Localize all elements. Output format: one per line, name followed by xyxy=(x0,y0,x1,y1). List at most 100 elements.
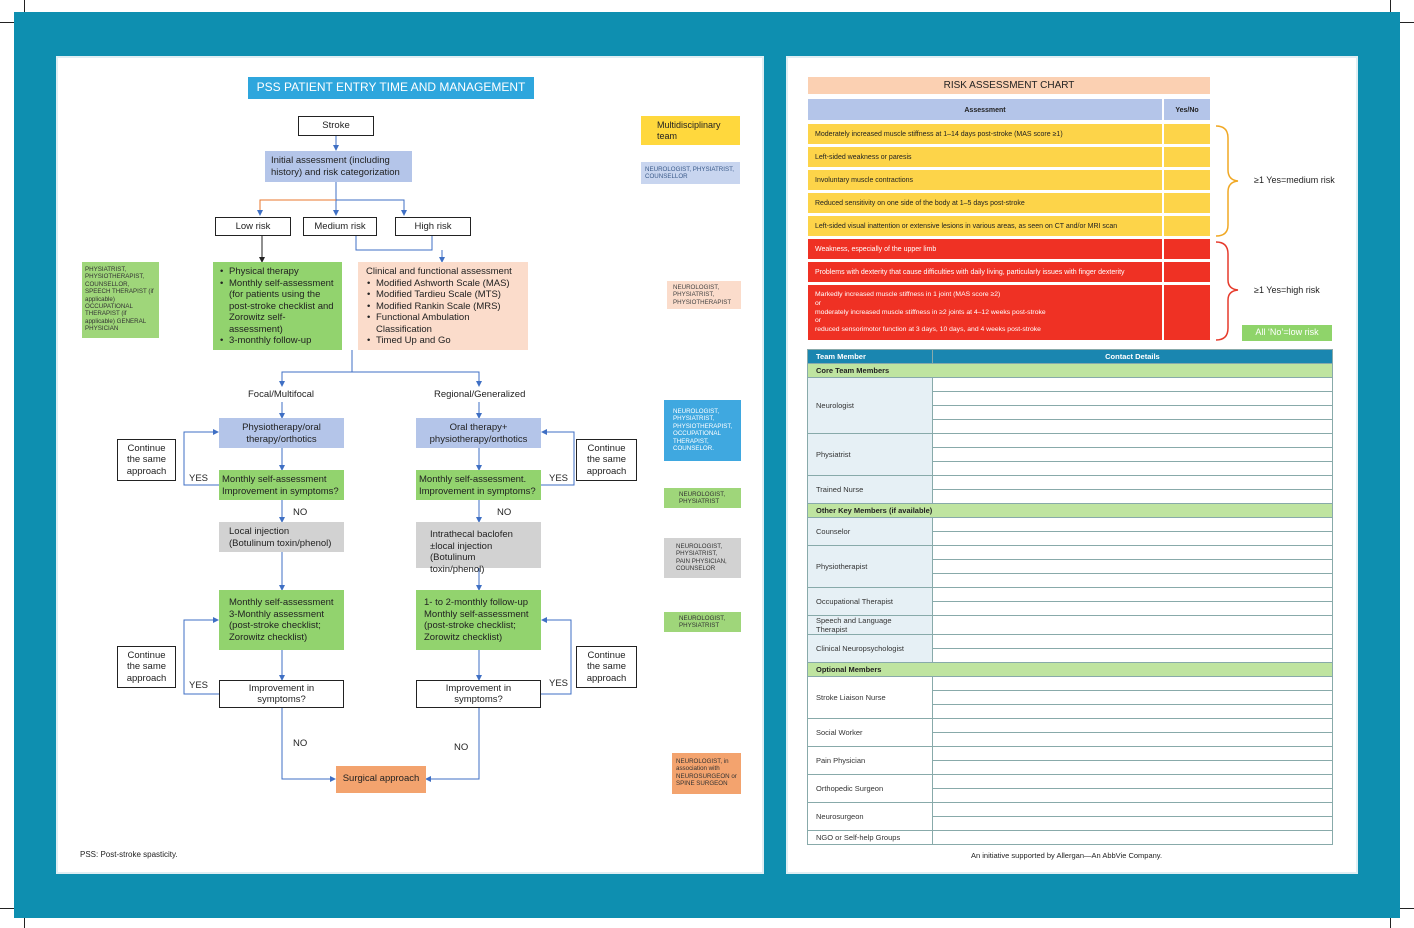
contact-field[interactable] xyxy=(931,718,1334,733)
low-risk-management-box: Physical therapy Monthly self-assessment… xyxy=(213,262,342,350)
local-injection-box: Local injection (Botulinum toxin/phenol) xyxy=(219,522,344,552)
low-risk-box: Low risk xyxy=(215,217,291,236)
contact-field[interactable] xyxy=(931,634,1334,649)
risk-yesno-cell[interactable] xyxy=(1164,262,1210,282)
contact-field[interactable] xyxy=(931,732,1334,747)
no-label: NO xyxy=(293,738,308,749)
risk-yesno-cell[interactable] xyxy=(1164,124,1210,144)
contact-field[interactable] xyxy=(931,788,1334,803)
continue-box-1: Continue the same approach xyxy=(117,439,176,481)
contact-field[interactable] xyxy=(931,615,1334,635)
medium-risk-label: ≥1 Yes=medium risk xyxy=(1254,175,1335,185)
contact-field[interactable] xyxy=(931,648,1334,663)
risk-yesno-cell[interactable] xyxy=(1164,216,1210,236)
risk-medium-row: Involuntary muscle contractions xyxy=(808,170,1162,190)
contact-field[interactable] xyxy=(931,545,1334,560)
contact-field[interactable] xyxy=(931,559,1334,574)
crop-mark xyxy=(1400,22,1414,23)
risk-yesno-cell[interactable] xyxy=(1164,193,1210,213)
contact-field[interactable] xyxy=(931,830,1334,845)
contact-field[interactable] xyxy=(931,405,1334,420)
member-name: Trained Nurse xyxy=(807,475,933,504)
risk-title: RISK ASSESSMENT CHART xyxy=(808,77,1210,94)
crop-mark xyxy=(1390,0,1391,12)
risk-high-line: reduced sensorimotor function at 3 days,… xyxy=(815,326,1041,334)
risk-medium-row: Left-sided visual inattention or extensi… xyxy=(808,216,1162,236)
contact-field[interactable] xyxy=(931,475,1334,490)
crop-mark xyxy=(24,918,25,928)
contact-field[interactable] xyxy=(931,517,1334,532)
member-name: Counselor xyxy=(807,517,933,546)
member-name: Stroke Liaison Nurse xyxy=(807,676,933,719)
contact-field[interactable] xyxy=(931,391,1334,406)
clinical-item: Functional Ambulation Classification xyxy=(367,312,520,335)
risk-high-row-multi: Markedly increased muscle stiffness in 1… xyxy=(808,285,1162,340)
improvement-right-box: Improvement in symptoms? xyxy=(416,680,541,708)
contact-field[interactable] xyxy=(931,816,1334,831)
contact-field[interactable] xyxy=(931,587,1334,602)
contact-field[interactable] xyxy=(931,377,1334,392)
physio-oral-box: Physiotherapy/oral therapy/orthotics xyxy=(219,418,344,448)
team-label-4: NEUROLOGIST, PHYSIATRIST xyxy=(664,488,741,508)
risk-high-line: Markedly increased muscle stiffness in 1… xyxy=(815,291,1001,298)
section-core: Core Team Members xyxy=(807,363,1333,378)
no-label: NO xyxy=(293,507,308,518)
contact-field[interactable] xyxy=(931,461,1334,476)
contact-field[interactable] xyxy=(931,489,1334,504)
team-label-left: PHYSIATRIST, PHYSIOTHERAPIST, COUNSELLOR… xyxy=(82,262,159,338)
risk-col-assessment: Assessment xyxy=(808,99,1162,120)
risk-yesno-cell[interactable] xyxy=(1164,239,1210,259)
member-name: Physiotherapist xyxy=(807,545,933,588)
contact-field[interactable] xyxy=(931,802,1334,817)
member-name: Physiatrist xyxy=(807,433,933,476)
risk-medium-row: Reduced sensitivity on one side of the b… xyxy=(808,193,1162,213)
risk-medium-row: Moderately increased muscle stiffness at… xyxy=(808,124,1162,144)
contact-field[interactable] xyxy=(931,531,1334,546)
risk-high-line: or xyxy=(815,317,822,325)
clinical-title: Clinical and functional assessment xyxy=(366,266,512,277)
contact-field[interactable] xyxy=(931,601,1334,616)
contact-field[interactable] xyxy=(931,419,1334,434)
risk-yesno-cell[interactable] xyxy=(1164,170,1210,190)
intrathecal-box: Intrathecal baclofen ±local injection (B… xyxy=(416,522,541,575)
contact-field[interactable] xyxy=(931,690,1334,705)
contact-field[interactable] xyxy=(931,433,1334,448)
risk-high-row: Weakness, especially of the upper limb xyxy=(808,239,1162,259)
member-name: Orthopedic Surgeon xyxy=(807,774,933,803)
contact-field[interactable] xyxy=(931,760,1334,775)
team-label-2: NEUROLOGIST, PHYSIATRIST, PHYSIOTHERAPIS… xyxy=(667,281,741,309)
yes-label: YES xyxy=(549,678,569,689)
contact-field[interactable] xyxy=(931,704,1334,719)
improvement-left-box: Improvement in symptoms? xyxy=(219,680,344,708)
risk-high-line: or xyxy=(815,299,822,307)
col-team-member: Team Member xyxy=(807,349,933,364)
clinical-item: Modified Tardieu Scale (MTS) xyxy=(367,289,520,301)
contact-field[interactable] xyxy=(931,447,1334,462)
contact-field[interactable] xyxy=(931,676,1334,691)
risk-high-row: Problems with dexterity that cause diffi… xyxy=(808,262,1162,282)
team-label-3: NEUROLOGIST, PHYSIATRIST, PHYSIOTHERAPIS… xyxy=(664,400,741,461)
section-other: Other Key Members (if available) xyxy=(807,503,1333,518)
continue-box-3: Continue the same approach xyxy=(117,646,176,688)
monthly-left-box: Monthly self-assessment Improvement in s… xyxy=(219,470,344,500)
risk-yesno-cell[interactable] xyxy=(1164,147,1210,167)
contact-field[interactable] xyxy=(931,573,1334,588)
clinical-item: Modified Rankin Scale (MRS) xyxy=(367,301,520,313)
team-header: Multidisciplinary team xyxy=(641,116,740,145)
crop-mark xyxy=(0,908,14,909)
clinical-item: Timed Up and Go xyxy=(367,335,520,347)
regional-label: Regional/Generalized xyxy=(434,389,526,400)
contact-field[interactable] xyxy=(931,746,1334,761)
clinical-item: Modified Ashworth Scale (MAS) xyxy=(367,278,520,290)
yes-label: YES xyxy=(189,680,209,691)
team-label-1: NEUROLOGIST, PHYSIATRIST, COUNSELLOR xyxy=(641,162,740,184)
contact-table: Team Member Contact Details Core Team Me… xyxy=(807,349,1334,845)
yes-label: YES xyxy=(549,473,569,484)
member-name: Speech and Language Therapist xyxy=(807,615,933,635)
contact-field[interactable] xyxy=(931,774,1334,789)
high-risk-box: High risk xyxy=(395,217,471,236)
low-risk-item: 3-monthly follow-up xyxy=(220,335,338,347)
risk-medium-row: Left-sided weakness or paresis xyxy=(808,147,1162,167)
risk-yesno-cell[interactable] xyxy=(1164,285,1210,340)
monthly3-right-box: 1- to 2-monthly follow-up Monthly self-a… xyxy=(416,590,541,650)
